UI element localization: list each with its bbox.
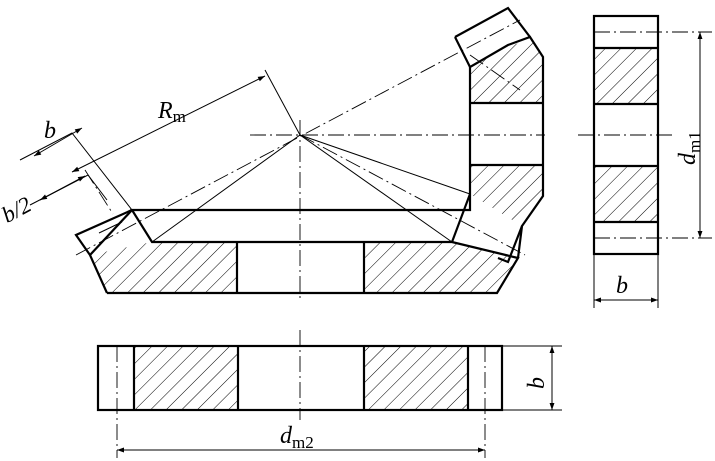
b-bottom-label: b xyxy=(524,377,550,389)
right-view-inner-lines xyxy=(594,46,658,224)
left-tooth-slope xyxy=(89,209,133,256)
right-tooth-lower xyxy=(450,193,472,243)
right-hatch-upper xyxy=(594,48,658,104)
b-half-dimension-line xyxy=(39,175,86,201)
rm-dimension-line xyxy=(71,75,266,173)
right-tooth-upper xyxy=(454,36,471,68)
pitch-cone-line-right xyxy=(299,134,526,256)
pitch-cone-line-left xyxy=(75,19,521,256)
hatch-bottom-left xyxy=(90,242,237,293)
rm-label: Rm xyxy=(157,98,186,126)
left-tooth-outline xyxy=(74,208,133,294)
right-tooth-top xyxy=(454,6,531,38)
tooth-centre-right xyxy=(469,54,521,91)
gear-section-view: Rm b b/2 xyxy=(0,6,545,300)
hatch-right-lower xyxy=(470,165,543,226)
rm-extension xyxy=(264,69,301,136)
b-dimension-line xyxy=(33,127,83,157)
extension-line-outer xyxy=(19,132,133,211)
right-hatch-lower xyxy=(594,166,658,222)
bottom-hatch-left xyxy=(134,346,238,410)
bottom-hatch-right xyxy=(364,346,468,410)
b-top-label: b xyxy=(44,118,56,144)
cone-line-right xyxy=(299,134,471,195)
gear-outline xyxy=(107,35,545,295)
right-tooth-bottom xyxy=(497,225,524,264)
right-equivalent-gear-view: dm1 b xyxy=(578,14,712,308)
dm2-label: dm2 xyxy=(280,423,314,452)
hatch-right-upper xyxy=(470,37,543,103)
extension-line-inner xyxy=(29,174,108,206)
bottom-view-inner-lines xyxy=(132,346,470,410)
dm1-label: dm1 xyxy=(675,131,704,165)
cone-line-left xyxy=(151,134,453,243)
b-right-label: b xyxy=(616,273,628,299)
bottom-equivalent-gear-view: dm2 b xyxy=(96,330,562,458)
hatch-bottom-right xyxy=(364,242,518,293)
hub-right-inner xyxy=(470,101,543,167)
left-tooth-inner-line xyxy=(98,221,123,234)
tooth-centre-left xyxy=(84,169,114,215)
b-half-label: b/2 xyxy=(0,192,35,228)
